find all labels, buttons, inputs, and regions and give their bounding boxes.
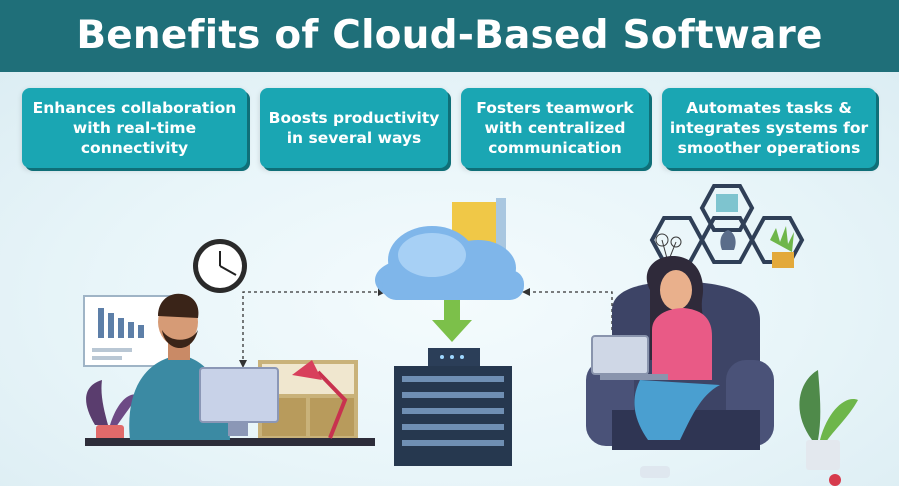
benefit-card-label: Enhances collaboration with real-time co… xyxy=(32,99,237,157)
connector-lines xyxy=(242,291,613,365)
potted-plant-right-icon xyxy=(799,370,858,470)
desk-lamp-icon xyxy=(316,370,348,439)
arrow-down-icon xyxy=(239,360,247,368)
computer-monitor-icon xyxy=(199,367,279,436)
lamp-shade-icon xyxy=(292,360,322,380)
arrow-left-icon xyxy=(522,288,530,296)
wall-chart-board-icon xyxy=(83,295,173,367)
educba-logo xyxy=(829,474,841,486)
woman-with-laptop-icon xyxy=(634,255,720,478)
cloud-server-icon xyxy=(375,198,524,300)
download-arrow-icon xyxy=(432,300,472,342)
benefit-card-teamwork: Fosters teamwork with centralized commun… xyxy=(461,88,649,168)
laptop-icon xyxy=(591,335,668,380)
benefit-card-automation: Automates tasks & integrates systems for… xyxy=(662,88,876,168)
benefit-card-label: Automates tasks & integrates systems for… xyxy=(669,99,869,157)
picture-frame-icon xyxy=(716,194,738,212)
benefit-card-productivity: Boosts productivity in several ways xyxy=(260,88,448,168)
benefit-card-label: Boosts productivity in several ways xyxy=(268,109,440,147)
benefit-card-label: Fosters teamwork with centralized commun… xyxy=(476,99,634,157)
benefit-card-collaboration: Enhances collaboration with real-time co… xyxy=(22,88,247,168)
clock-icon xyxy=(193,239,247,293)
shelf-plant-icon xyxy=(770,226,794,268)
page-title: Benefits of Cloud-Based Software xyxy=(76,13,823,58)
vase-icon xyxy=(720,230,736,250)
server-rack-icon xyxy=(394,348,512,466)
title-banner xyxy=(0,0,899,72)
